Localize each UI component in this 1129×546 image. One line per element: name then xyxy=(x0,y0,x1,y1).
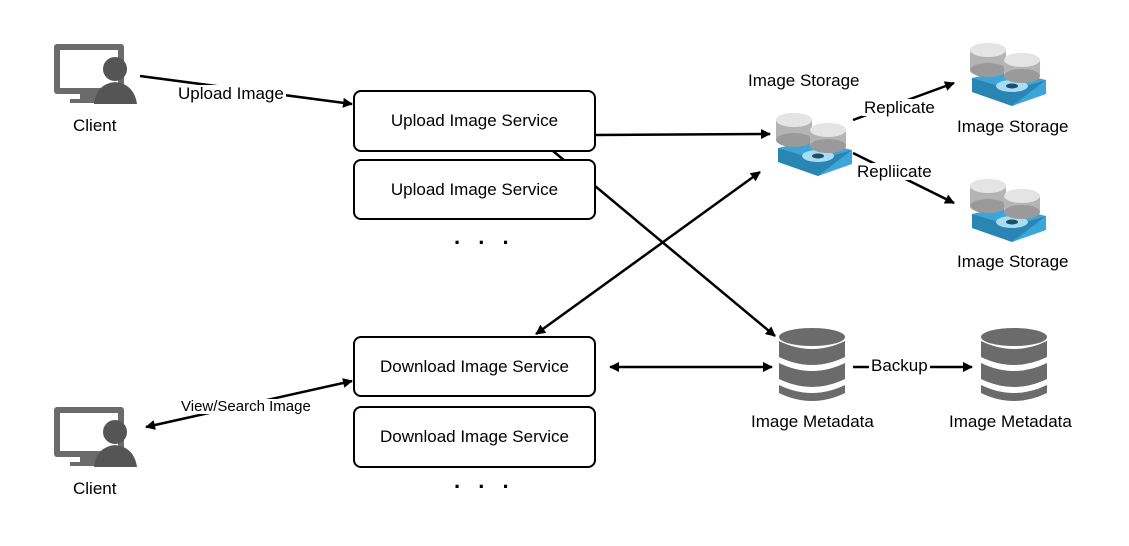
download-services-ellipsis: . . . xyxy=(454,468,515,493)
edge-label-replicate-1: Replicate xyxy=(862,98,937,117)
client-top-label: Client xyxy=(73,116,117,135)
image-storage-replica-2-label: Image Storage xyxy=(957,252,1069,271)
storage-server-icon xyxy=(772,106,854,187)
image-metadata-backup-label: Image Metadata xyxy=(949,412,1072,431)
image-storage-replica-1-label: Image Storage xyxy=(957,117,1069,136)
database-icon xyxy=(777,327,847,410)
edge-label-replicate-2: Repliicate xyxy=(855,162,934,181)
image-metadata-primary-label: Image Metadata xyxy=(751,412,874,431)
client-bottom-monitor-icon xyxy=(52,405,142,472)
upload-image-service-1: Upload Image Service xyxy=(353,90,596,152)
client-top-monitor-icon xyxy=(52,42,142,109)
client-bottom-label: Client xyxy=(73,479,117,498)
upload-image-service-2: Upload Image Service xyxy=(353,159,596,220)
edge-label-view-search: View/Search Image xyxy=(179,398,313,415)
edge-storage-download xyxy=(535,170,761,336)
download-image-service-2: Download Image Service xyxy=(353,406,596,468)
edge-upload-to-storage xyxy=(594,129,771,140)
storage-replica-2-icon xyxy=(966,172,1048,253)
database-backup-icon xyxy=(979,327,1049,410)
edge-label-upload-image: Upload Image xyxy=(176,84,286,103)
download-image-service-1: Download Image Service xyxy=(353,336,596,397)
storage-replica-1-icon xyxy=(966,36,1048,117)
image-storage-primary-label: Image Storage xyxy=(748,71,860,90)
edge-label-backup: Backup xyxy=(869,356,930,375)
upload-services-ellipsis: . . . xyxy=(454,224,515,249)
